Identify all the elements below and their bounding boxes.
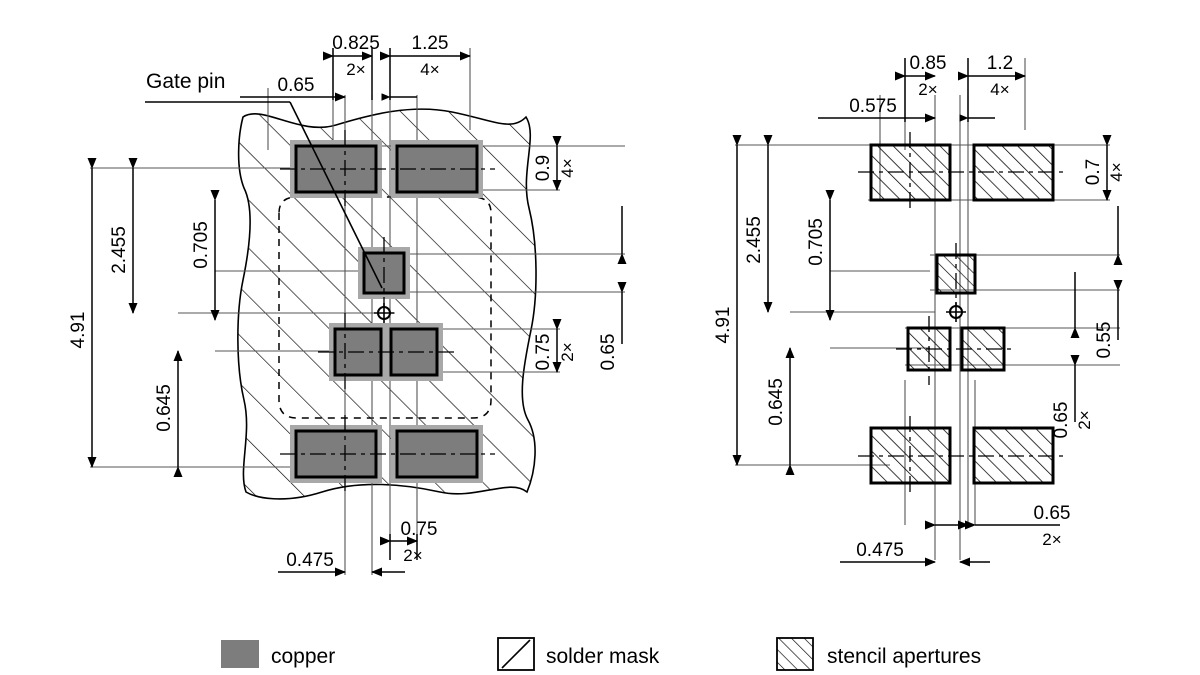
- dim-left-2-455: 2.455: [109, 226, 130, 274]
- dim-bottom-0-75-mult: 2×: [403, 546, 422, 565]
- left-dimension-lines-right: [732, 135, 835, 475]
- dim-top-0-825: 0.825: [332, 33, 380, 54]
- dim-right-0-9: 0.9: [533, 155, 554, 181]
- dim-right-0-7: 0.7: [1083, 159, 1104, 185]
- dim-right-0-55: 0.55: [1094, 322, 1115, 359]
- dim-top-0-85: 0.85: [910, 53, 947, 74]
- dim-right-view-2-455: 2.455: [744, 216, 765, 264]
- dim-right-0-75-mult: 2×: [558, 342, 577, 361]
- dim-top-0-575: 0.575: [849, 96, 897, 117]
- dim-right-view-4-91: 4.91: [713, 307, 734, 344]
- top-dimension-lines-left: [240, 48, 471, 102]
- dim-bottom-right-0-475: 0.475: [856, 540, 904, 561]
- legend-item-solder-mask: solder mask: [497, 637, 660, 671]
- gate-pin-annotation: Gate pin: [145, 70, 383, 289]
- pad-centerlines-right: [858, 132, 1065, 495]
- dim-bottom-0-475: 0.475: [286, 550, 334, 571]
- legend-item-stencil-apertures: stencil apertures: [776, 637, 981, 671]
- dim-left-4-91: 4.91: [68, 312, 89, 349]
- origin-datum-symbol: [374, 303, 394, 323]
- legend-label-solder-mask: solder mask: [546, 645, 660, 668]
- dim-top-0-85-mult: 2×: [918, 80, 937, 99]
- pad-centerlines-left: [280, 130, 495, 493]
- dim-bottom-0-75: 0.75: [401, 519, 438, 540]
- dim-right-0-65: 0.65: [598, 334, 619, 371]
- legend-label-copper: copper: [271, 645, 335, 668]
- dim-left-0-645: 0.645: [154, 384, 175, 432]
- dim-top-1-25-mult: 4×: [420, 60, 439, 79]
- dim-bottom-right-0-65: 0.65: [1034, 503, 1071, 524]
- stencil-apertures-swatch: [776, 637, 814, 671]
- legend: copper solder mask stencil apertures: [221, 637, 981, 671]
- dim-right-view-0-645: 0.645: [766, 378, 787, 426]
- dim-top-1-2: 1.2: [987, 53, 1013, 74]
- left-view-group: Gate pin 4.91 2.455 0.705 0.645: [68, 33, 627, 577]
- copper-swatch: [221, 640, 259, 668]
- top-dimension-lines-right: [818, 58, 1026, 123]
- dim-top-1-2-mult: 4×: [990, 80, 1009, 99]
- dim-top-0-825-mult: 2×: [346, 60, 365, 79]
- dim-right-view-0-705: 0.705: [806, 218, 827, 266]
- dim-bottom-right-0-65-mult: 2×: [1042, 530, 1061, 549]
- bottom-dimension-lines-left: [278, 534, 418, 577]
- dim-top-0-65: 0.65: [278, 75, 315, 96]
- gate-pin-label: Gate pin: [146, 70, 225, 93]
- extension-lines-right: [735, 58, 1120, 560]
- legend-item-copper: copper: [221, 640, 335, 668]
- dim-right-0-65-mult: 2×: [1075, 410, 1094, 429]
- right-dimension-lines-right-view: [1070, 135, 1123, 422]
- right-view-group: 4.91 2.455 0.705 0.645 0.575 0.85 2× 1.2…: [713, 53, 1126, 567]
- dim-left-0-705: 0.705: [191, 221, 212, 269]
- legend-label-stencil-apertures: stencil apertures: [827, 645, 981, 668]
- mask-inner-dashed-outline: [278, 196, 492, 419]
- dim-right-0-7-mult: 4×: [1107, 162, 1126, 181]
- origin-datum-symbol-right: [946, 302, 966, 322]
- dim-right-0-9-mult: 4×: [558, 158, 577, 177]
- dim-top-1-25: 1.25: [412, 33, 449, 54]
- left-dimension-lines: [87, 158, 220, 477]
- dim-right-0-65: 0.65: [1051, 402, 1072, 439]
- right-dimension-lines-left: [552, 136, 627, 373]
- dim-right-0-75: 0.75: [533, 334, 554, 371]
- bottom-dimension-lines-right: [840, 520, 1060, 567]
